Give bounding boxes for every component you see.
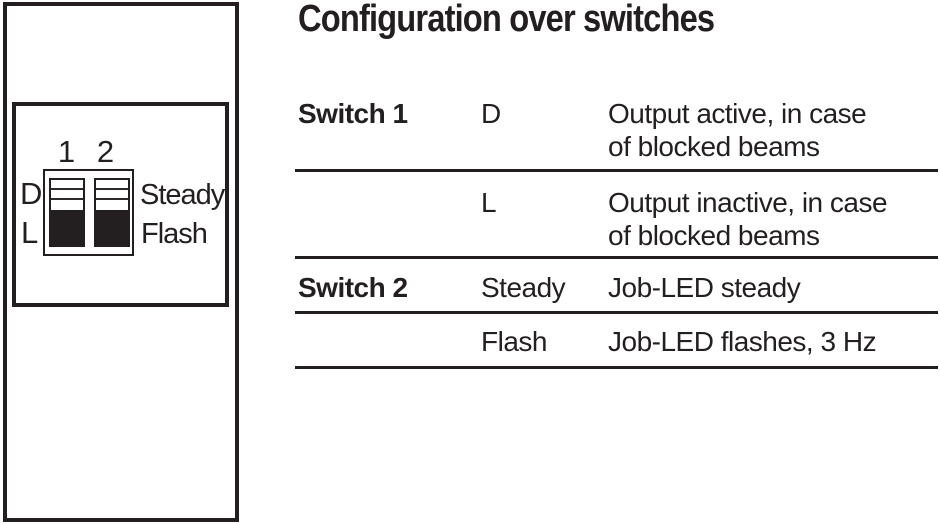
switch-configuration-table: Switch 1 D Output active, in case of blo… [295,86,938,369]
switch-name-cell: Switch 1 [298,98,408,129]
dip-switch-block [43,169,134,256]
page-title: Configuration over switches [298,0,715,40]
switch-position-cell: Steady [481,272,566,303]
switch-2-number-label: 2 [96,134,114,169]
switch-name-cell [295,186,478,256]
device-panel-outline: 1 2 D L Steady Flash [3,2,239,522]
dip-switch-1-ridge [51,188,83,190]
switch-description-cell: Output inactive, in case of blocked beam… [608,187,888,251]
switch-1-down-position-label: L [21,215,38,250]
switch-position-cell: Flash [481,326,547,357]
switch-position-cell: D [481,98,501,129]
switch-2-down-position-label: Flash [141,218,208,250]
dip-switch-1-slider-down [51,210,83,245]
dip-switch-1-ridge [51,198,83,200]
dip-switch-1 [49,178,85,247]
switch-2-up-position-label: Steady [140,179,225,211]
switch-description-cell: Job-LED steady [608,272,801,303]
table-row: L Output inactive, in case of blocked be… [295,172,938,259]
table-row: Switch 1 D Output active, in case of blo… [295,86,938,172]
switch-name-cell [295,325,478,366]
switch-description-cell: Output active, in case of blocked beams [608,98,867,162]
dip-switch-2-ridge [96,188,128,190]
dip-switch-2-slider-down [96,210,128,245]
table-row: Flash Job-LED flashes, 3 Hz [295,314,938,369]
dip-switch-2-ridge [96,198,128,200]
dip-switch-2 [94,178,130,247]
switch-1-up-position-label: D [20,176,42,211]
switch-1-number-label: 1 [57,134,75,169]
switch-position-cell: L [481,187,497,218]
switch-description-cell: Job-LED flashes, 3 Hz [608,326,877,357]
table-row: Switch 2 Steady Job-LED steady [295,259,938,314]
switch-name-cell: Switch 2 [298,272,408,303]
dip-switch-window: 1 2 D L Steady Flash [12,102,229,307]
